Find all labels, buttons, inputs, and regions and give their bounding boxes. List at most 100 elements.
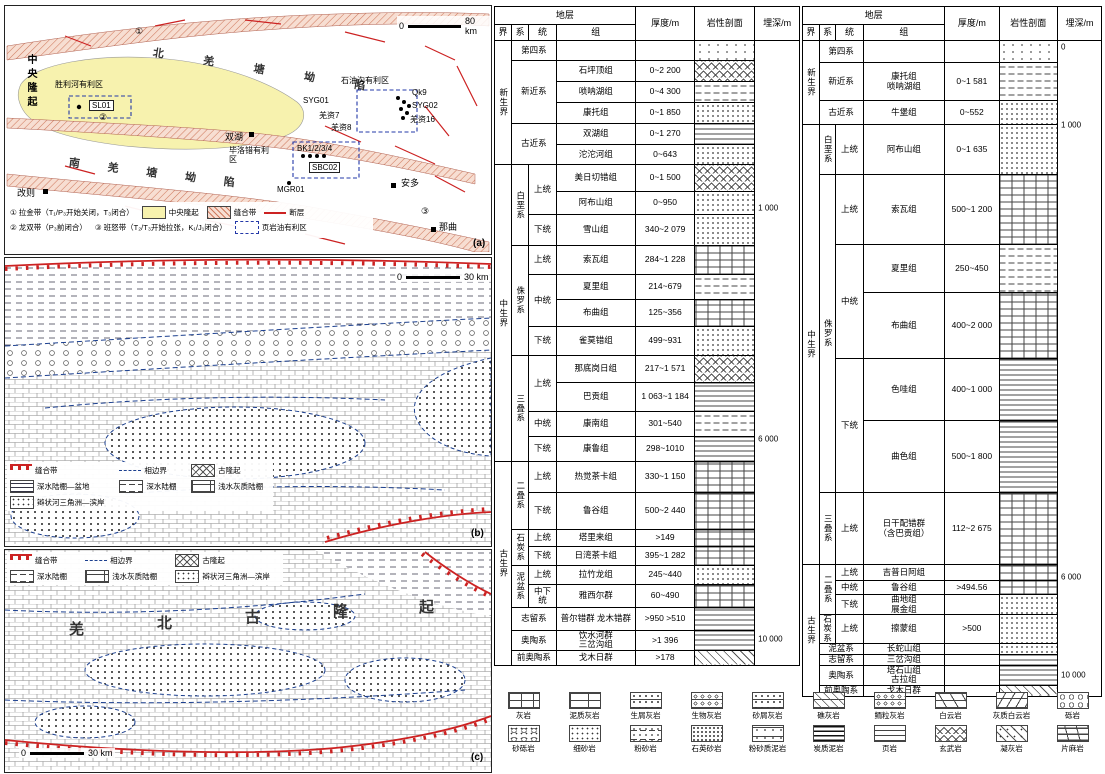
scale-bar-line [406,276,460,279]
header-cell: 界 [495,25,512,41]
label-shiyougou-area: 石油沟有利区 [341,76,389,85]
shale-oil-swatch [235,221,259,234]
legend-item-shallow-carbonate-shelf: 浅水灰质陆棚 [191,480,270,493]
legend-fault: 断层 [264,208,304,217]
lithology-pattern-volcanic [695,61,755,82]
legend-item-braided-delta: 辫状河三角洲—滨岸 [175,570,280,583]
lithology-pattern-shale [999,666,1058,686]
strat-cell [945,565,999,581]
well-bk1234: BK1/2/3/4 [297,144,332,153]
fine-sandstone-swatch [569,725,601,742]
strat-cell: 400~1 000 [945,359,999,421]
legend-item-deep-shelf: 深水陆棚 [10,570,77,583]
strat-cell: 日湾茶卡组 [556,547,635,566]
lithology-pattern-mudstone [695,383,755,412]
depth-tick: 6 000 [758,436,778,445]
lithology-label: 石英砂岩 [692,743,722,754]
lithology-label: 砂砾岩 [512,743,535,754]
panel-a-corner-label: (a) [473,238,485,249]
lithology-pattern-evaporite [999,63,1058,101]
strat-cell: 0~4 300 [635,82,695,103]
lithology-pattern-mudstone [695,124,755,145]
strat-cell: 125~356 [635,300,695,327]
lithology-pattern-mudstone [999,655,1058,666]
strat-cell: 中统 [529,412,557,437]
lithology-pattern-quaternary [999,41,1058,63]
strat-cell: >178 [635,650,695,665]
strat-cell: 曲地组 展金组 [863,595,945,615]
lithology-pattern-sandstone [999,615,1058,644]
lithology-legend-item-conglomerate: 砾岩 [1043,692,1102,721]
strat-cell: 中统 [836,245,863,359]
strat-cell: 康鲁组 [556,437,635,462]
shallow-carbonate-shelf-swatch [191,480,215,493]
scale-bar-b: 0 30 km [395,272,491,282]
lithology-pattern-limestone [999,293,1058,359]
lithology-label: 砂屑灰岩 [753,710,783,721]
legend-item-paleo-uplift: 古隆起 [191,464,270,477]
lithology-label: 粉砂质泥岩 [749,743,787,754]
strat-cell: 前奥陶系 [512,650,557,665]
lithology-legend-item-glutenite: 砂砾岩 [494,725,553,754]
legend-label: 深水陆棚 [146,482,176,491]
scale-distance: 80 km [465,16,489,36]
lithology-label: 生物灰岩 [692,710,722,721]
fault-swatch [264,212,286,214]
lithology-label: 页岩 [882,743,897,754]
delta-region-center [85,644,325,696]
lithology-legend-item-basalt: 玄武岩 [921,725,980,754]
lithology-label: 片麻岩 [1061,743,1084,754]
strat-cell: 泥盆系 [512,566,529,608]
lithology-pattern-sandstone [999,125,1058,175]
basalt-swatch [935,725,967,742]
strat-column-e: 地层厚度/m岩性剖面埋深/m界系统组新生界第四系01 0006 00010 00… [802,6,1102,688]
strat-cell: 0~643 [635,145,695,165]
strat-cell: 三叠系 [512,356,529,462]
strat-cell: 214~679 [635,275,695,300]
lithology-legend-item-quartz-sandstone: 石英砂岩 [677,725,736,754]
strat-cell: 395~1 282 [635,547,695,566]
lithology-legend-item-bioclastic-limestone: 生屑灰岩 [616,692,675,721]
strat-cell: 古近系 [819,101,863,125]
strat-cell: 上统 [836,615,863,644]
gneiss-swatch [1057,725,1089,742]
strat-cell: 500~1 800 [945,421,999,493]
suture-line-swatch [10,464,32,477]
strat-cell: 石坪顶组 [556,61,635,82]
header-cell: 埋深/m [755,7,800,41]
legend-label: 浅水灰质陆棚 [218,482,263,491]
lithology-pattern-sandstone [999,595,1058,615]
depth-tick: 0 [1061,43,1065,52]
scale-bar-a: 0 80 km [397,16,491,36]
glutenite-swatch [508,725,540,742]
strat-cell: 热觉茶卡组 [556,462,635,493]
header-cell: 厚度/m [945,7,999,41]
header-cell: 统 [836,25,863,41]
strat-cell: 0~2 200 [635,61,695,82]
strat-cell: 340~2 079 [635,215,695,246]
panel-c-legend: 缝合带相边界古隆起深水陆棚浅水灰质陆棚辫状河三角洲—滨岸 [7,552,283,585]
depth-tick: 10 000 [1061,672,1085,681]
legend-item-suture-line: 缝合带 [10,554,77,567]
lithology-label: 砾岩 [1065,710,1080,721]
strat-cell: 新近系 [819,63,863,101]
lithology-pattern-limestone [999,175,1058,245]
bioclastic-limestone-swatch [630,692,662,709]
lithology-label: 凝灰岩 [1000,743,1023,754]
strat-column-d: 地层厚度/m岩性剖面埋深/m界系统组新生界第四系1 0006 00010 000… [494,6,800,688]
lithology-legend-item-reef-limestone: 礁灰岩 [799,692,858,721]
strat-cell: 0~950 [635,192,695,215]
depth-tick: 6 000 [1061,573,1081,582]
header-cell: 地层 [495,7,636,25]
strat-cell: 500~2 440 [635,493,695,530]
strat-cell: 500~1 200 [945,175,999,245]
strat-cell: 上统 [529,356,557,412]
strat-cell: 曲色组 [863,421,945,493]
header-cell: 岩性剖面 [695,7,755,41]
strat-cell: 布曲组 [556,300,635,327]
strat-cell: 上统 [529,165,557,215]
well-sbc02: SBC02 [309,162,340,173]
strat-cell: 284~1 228 [635,246,695,275]
circled-1: ① [135,26,143,36]
muddy-limestone-swatch [569,692,601,709]
